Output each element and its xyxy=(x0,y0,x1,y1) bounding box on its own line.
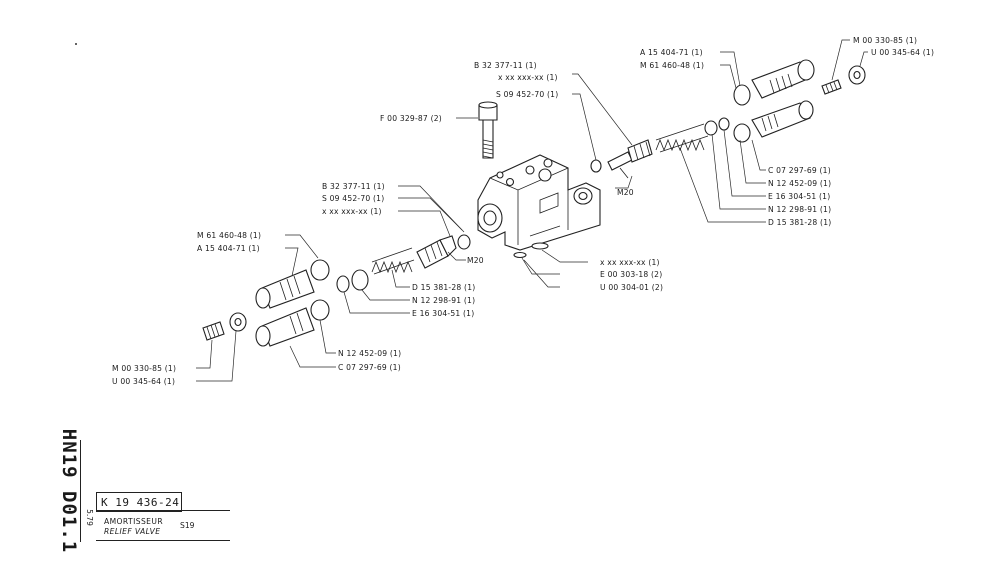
callout-group-mid-left: B 32 377-11 (1) S 09 452-70 (1) x xx xxx… xyxy=(322,182,385,216)
callout-group-top-right-upper: A 15 404-71 (1) M 61 460-48 (1) xyxy=(640,48,704,70)
callout-label: B 32 377-11 (1) xyxy=(474,61,537,70)
leader-lines xyxy=(196,39,868,382)
callout-group-top-center: B 32 377-11 (1) x xx xxx-xx (1) S 09 452… xyxy=(474,61,558,99)
callout-m20-left: M20 xyxy=(467,256,484,265)
callout-label: x xx xxx-xx (1) xyxy=(322,207,382,216)
callout-label: M 00 330-85 (1) xyxy=(112,364,176,373)
title-block-rule xyxy=(96,540,230,541)
date-text: 5.79 xyxy=(84,508,94,526)
nut-right xyxy=(848,65,866,85)
title-block-rule xyxy=(96,510,230,511)
nut-left xyxy=(229,312,247,332)
seal-ring-left xyxy=(457,234,471,250)
callout-group-left-far: M 00 330-85 (1) U 00 345-64 (1) xyxy=(112,364,176,386)
callout-label: A 15 404-71 (1) xyxy=(197,244,260,253)
callout-label: N 12 452-09 (1) xyxy=(768,179,831,188)
callout-label: E 00 303-18 (2) xyxy=(600,270,662,279)
callout-label: E 16 304-51 (1) xyxy=(768,192,830,201)
sleeve-left-upper xyxy=(255,259,330,309)
speck xyxy=(75,43,77,45)
callout-label: M 61 460-48 (1) xyxy=(640,61,704,70)
callout-label: D 15 381-28 (1) xyxy=(412,283,475,292)
callout-label: N 12 298-91 (1) xyxy=(768,205,831,214)
callout-label: x xx xxx-xx (1) xyxy=(498,73,558,82)
callout-label: N 12 298-91 (1) xyxy=(412,296,475,305)
callout-label: C 07 297-69 (1) xyxy=(768,166,831,175)
callout-group-top-right-far: M 00 330-85 (1) U 00 345-64 (1) xyxy=(853,36,934,57)
valve-seat-left xyxy=(416,235,457,269)
model-code: S19 xyxy=(180,521,195,530)
callout-m20-right: M20 xyxy=(617,188,634,197)
callout-label: C 07 297-69 (1) xyxy=(338,363,401,372)
callout-label: E 16 304-51 (1) xyxy=(412,309,474,318)
callout-label: U 00 304-01 (2) xyxy=(600,283,663,292)
callout-label: M 61 460-48 (1) xyxy=(197,231,261,240)
sleeve-right-lower xyxy=(733,100,814,143)
disc-left xyxy=(336,269,369,293)
disc-right xyxy=(704,117,730,136)
washer-u00304 xyxy=(513,251,527,259)
callout-bolt: F 00 329-87 (2) xyxy=(380,114,442,123)
set-screw-right xyxy=(821,79,842,95)
callout-label: M 00 330-85 (1) xyxy=(853,36,917,45)
title-french: AMORTISSEUR xyxy=(104,517,163,526)
sleeve-right-upper xyxy=(733,59,815,106)
socket-head-bolt xyxy=(478,101,498,159)
ref-number: K 19 436-24 xyxy=(101,496,180,509)
sheet-date: 5.79 xyxy=(82,494,96,540)
seal-ring-right xyxy=(590,159,602,173)
sheet-side-code: HN19 D01.1 xyxy=(58,429,80,553)
side-code-text: HN19 D01.1 xyxy=(58,428,81,554)
set-screw-left xyxy=(202,321,225,341)
callout-group-right-column: C 07 297-69 (1) N 12 452-09 (1) E 16 304… xyxy=(768,166,831,227)
callout-group-body-right: x xx xxx-xx (1) E 00 303-18 (2) U 00 304… xyxy=(600,258,663,292)
callout-label: S 09 452-70 (1) xyxy=(322,194,384,203)
callout-group-left-lower-center: D 15 381-28 (1) N 12 298-91 (1) E 16 304… xyxy=(412,283,475,318)
spring-left xyxy=(371,247,415,275)
callout-group-left-upper: M 61 460-48 (1) A 15 404-71 (1) xyxy=(197,231,261,253)
callout-label: U 00 345-64 (1) xyxy=(871,48,934,57)
washer-e00303 xyxy=(531,242,549,250)
valve-seat-right xyxy=(607,139,653,179)
callout-label: A 15 404-71 (1) xyxy=(640,48,703,57)
valve-body xyxy=(477,154,601,251)
title-english: RELIEF VALVE xyxy=(104,527,161,536)
callout-label: U 00 345-64 (1) xyxy=(112,377,175,386)
callout-label: B 32 377-11 (1) xyxy=(322,182,385,191)
callout-group-left-bottom: N 12 452-09 (1) C 07 297-69 (1) xyxy=(338,349,401,372)
callout-label: D 15 381-28 (1) xyxy=(768,218,831,227)
callout-label: S 09 452-70 (1) xyxy=(496,90,558,99)
title-block-divider xyxy=(80,440,81,542)
callout-label: x xx xxx-xx (1) xyxy=(600,258,660,267)
ref-number-box xyxy=(96,492,182,512)
callout-label: N 12 452-09 (1) xyxy=(338,349,401,358)
spring-right xyxy=(655,123,709,153)
